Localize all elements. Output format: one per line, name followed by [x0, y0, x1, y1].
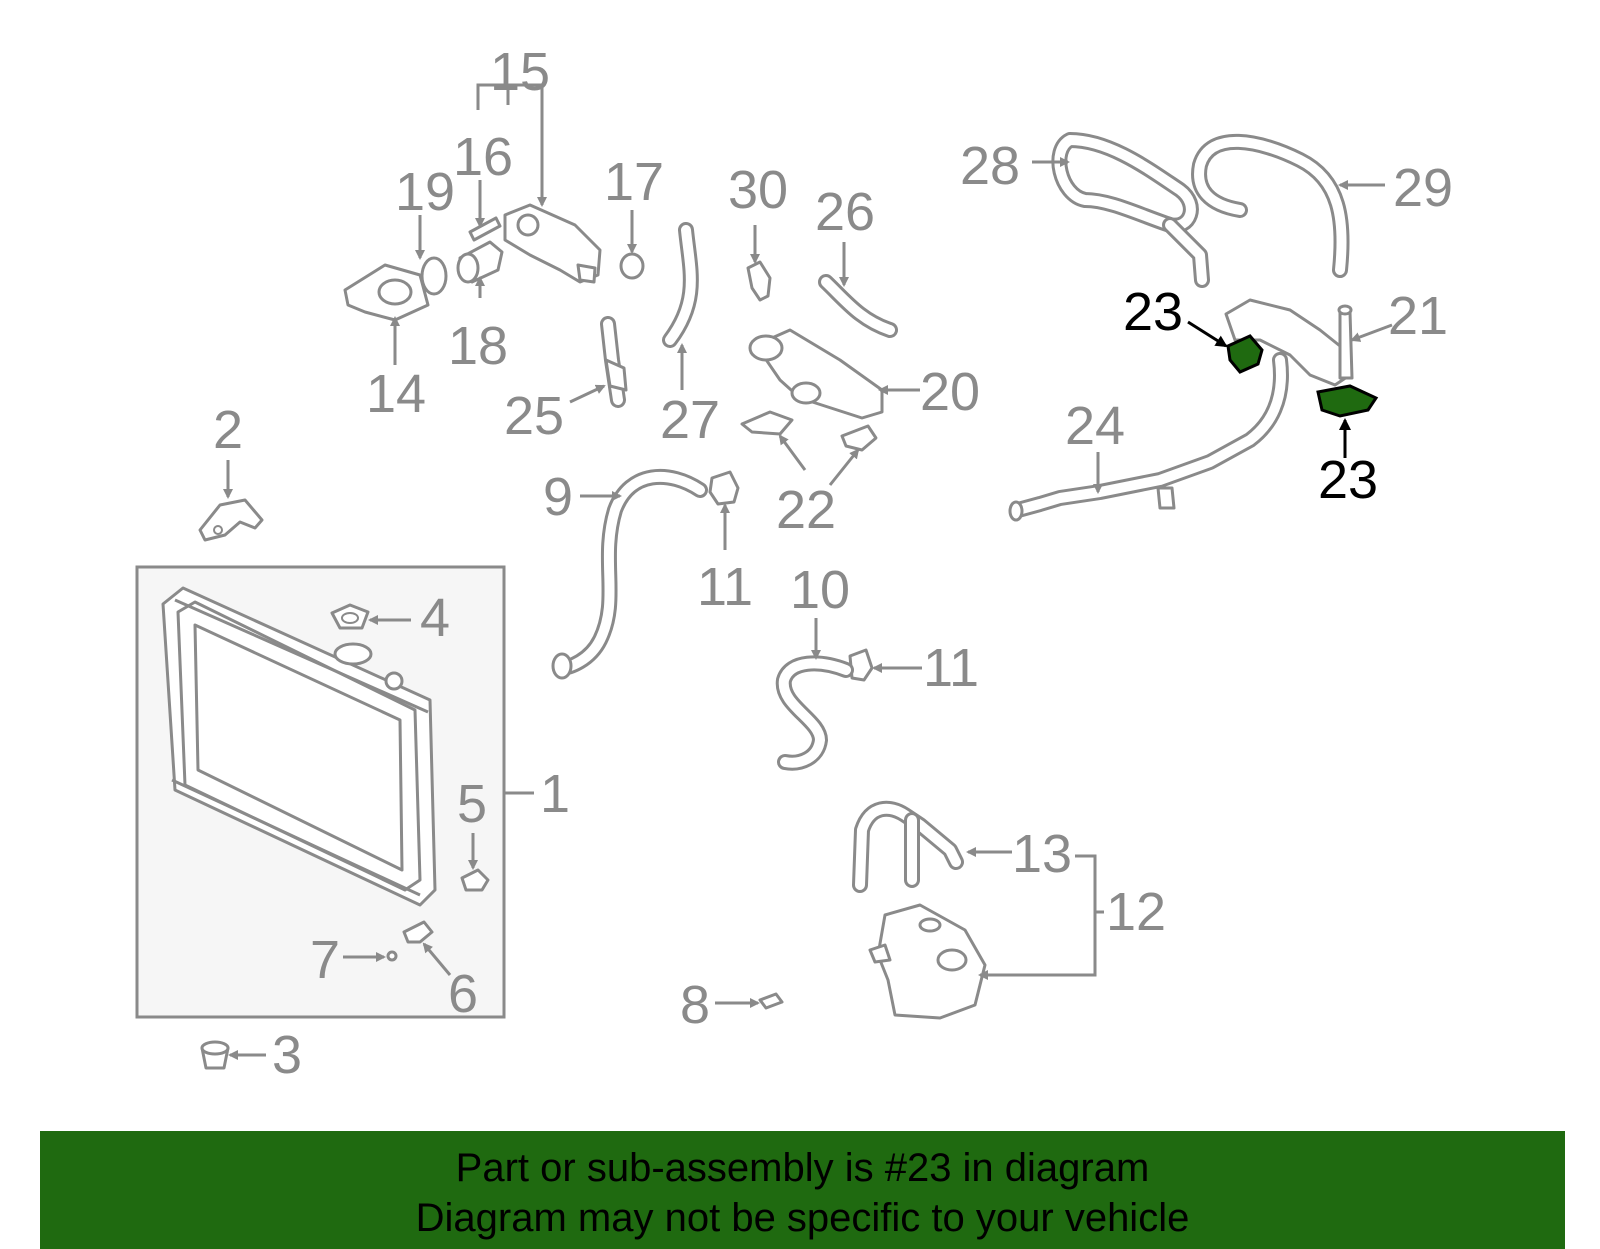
drain-plug-part[interactable]	[460, 868, 490, 892]
callout-9: 9	[543, 467, 573, 527]
callout-6: 6	[448, 964, 478, 1024]
water-inlet-part[interactable]	[748, 328, 884, 420]
clamp-part-11a[interactable]	[708, 470, 740, 506]
washer-part[interactable]	[386, 950, 398, 962]
hose-part-10[interactable]	[775, 655, 854, 771]
banner-line-part-info: Part or sub-assembly is #23 in diagram	[455, 1146, 1150, 1190]
callout-4: 4	[420, 588, 450, 648]
callout-28: 28	[960, 136, 1020, 196]
banner-line-disclaimer: Diagram may not be specific to your vehi…	[415, 1196, 1190, 1240]
callout-18: 18	[448, 316, 508, 376]
thermostat-gasket-part[interactable]	[420, 256, 448, 296]
callout-1: 1	[540, 764, 570, 824]
callout-2: 2	[213, 400, 243, 460]
callout-7: 7	[310, 930, 340, 990]
callout-25: 25	[504, 386, 564, 446]
water-pipe-part-24[interactable]	[1008, 352, 1289, 522]
callout-23a: 23	[1123, 282, 1183, 342]
callout-19: 19	[395, 162, 455, 222]
callout-16: 16	[453, 127, 513, 187]
info-banner: Part or sub-assembly is #23 in diagram D…	[40, 1131, 1565, 1249]
highlighted-gasket-part-23b[interactable]	[1316, 384, 1379, 418]
radiator-part[interactable]	[161, 586, 437, 907]
callout-11a: 11	[697, 557, 753, 617]
hose-part-29[interactable]	[1191, 133, 1350, 278]
stud-part[interactable]	[468, 216, 502, 242]
hose-part-9[interactable]	[551, 469, 708, 680]
grommet-part[interactable]	[200, 1040, 230, 1070]
pipe-part-25[interactable]	[600, 316, 628, 408]
callout-5: 5	[457, 774, 487, 834]
callout-26: 26	[815, 182, 875, 242]
callout-20: 20	[920, 362, 980, 422]
o-ring-part[interactable]	[619, 252, 645, 280]
gasket-part-22[interactable]	[740, 410, 878, 452]
water-outlet-part[interactable]	[343, 263, 430, 322]
callout-3: 3	[272, 1025, 302, 1085]
callout-23b: 23	[1318, 450, 1378, 510]
bolt-part[interactable]	[758, 992, 784, 1010]
callout-11b: 11	[923, 638, 979, 698]
fitting-part[interactable]	[402, 920, 434, 944]
callout-10: 10	[790, 560, 850, 620]
callout-17: 17	[604, 152, 664, 212]
sensor-part[interactable]	[746, 260, 772, 302]
callout-27: 27	[660, 390, 720, 450]
callout-29: 29	[1393, 158, 1453, 218]
thermostat-part[interactable]	[456, 240, 504, 284]
cap-gasket-part[interactable]	[330, 603, 370, 630]
callout-24: 24	[1065, 396, 1125, 456]
callout-14: 14	[366, 364, 426, 424]
callout-15: 15	[490, 42, 550, 102]
coolant-reservoir-part[interactable]	[868, 903, 987, 1020]
callout-22: 22	[776, 480, 836, 540]
highlighted-gasket-part-23a[interactable]	[1226, 334, 1264, 374]
callout-12: 12	[1106, 882, 1166, 942]
hose-part-28[interactable]	[1051, 132, 1210, 288]
leader-lines	[223, 83, 1393, 1060]
callout-30: 30	[728, 160, 788, 220]
thermostat-housing-part[interactable]	[503, 203, 602, 284]
callout-8: 8	[680, 975, 710, 1035]
callout-21: 21	[1388, 286, 1448, 346]
callout-labels: 1 2 3 4 5 6 7 8 9 10 11 11 12 13 14 15 1…	[213, 42, 1453, 1085]
callout-13: 13	[1012, 824, 1072, 884]
bracket-part[interactable]	[198, 498, 264, 542]
hose-part-27[interactable]	[662, 222, 699, 348]
hose-part-26[interactable]	[818, 274, 898, 338]
water-pipe-part-21[interactable]	[1224, 298, 1354, 387]
reservoir-hose-part[interactable]	[852, 800, 964, 893]
clamp-part-11b[interactable]	[848, 648, 874, 682]
